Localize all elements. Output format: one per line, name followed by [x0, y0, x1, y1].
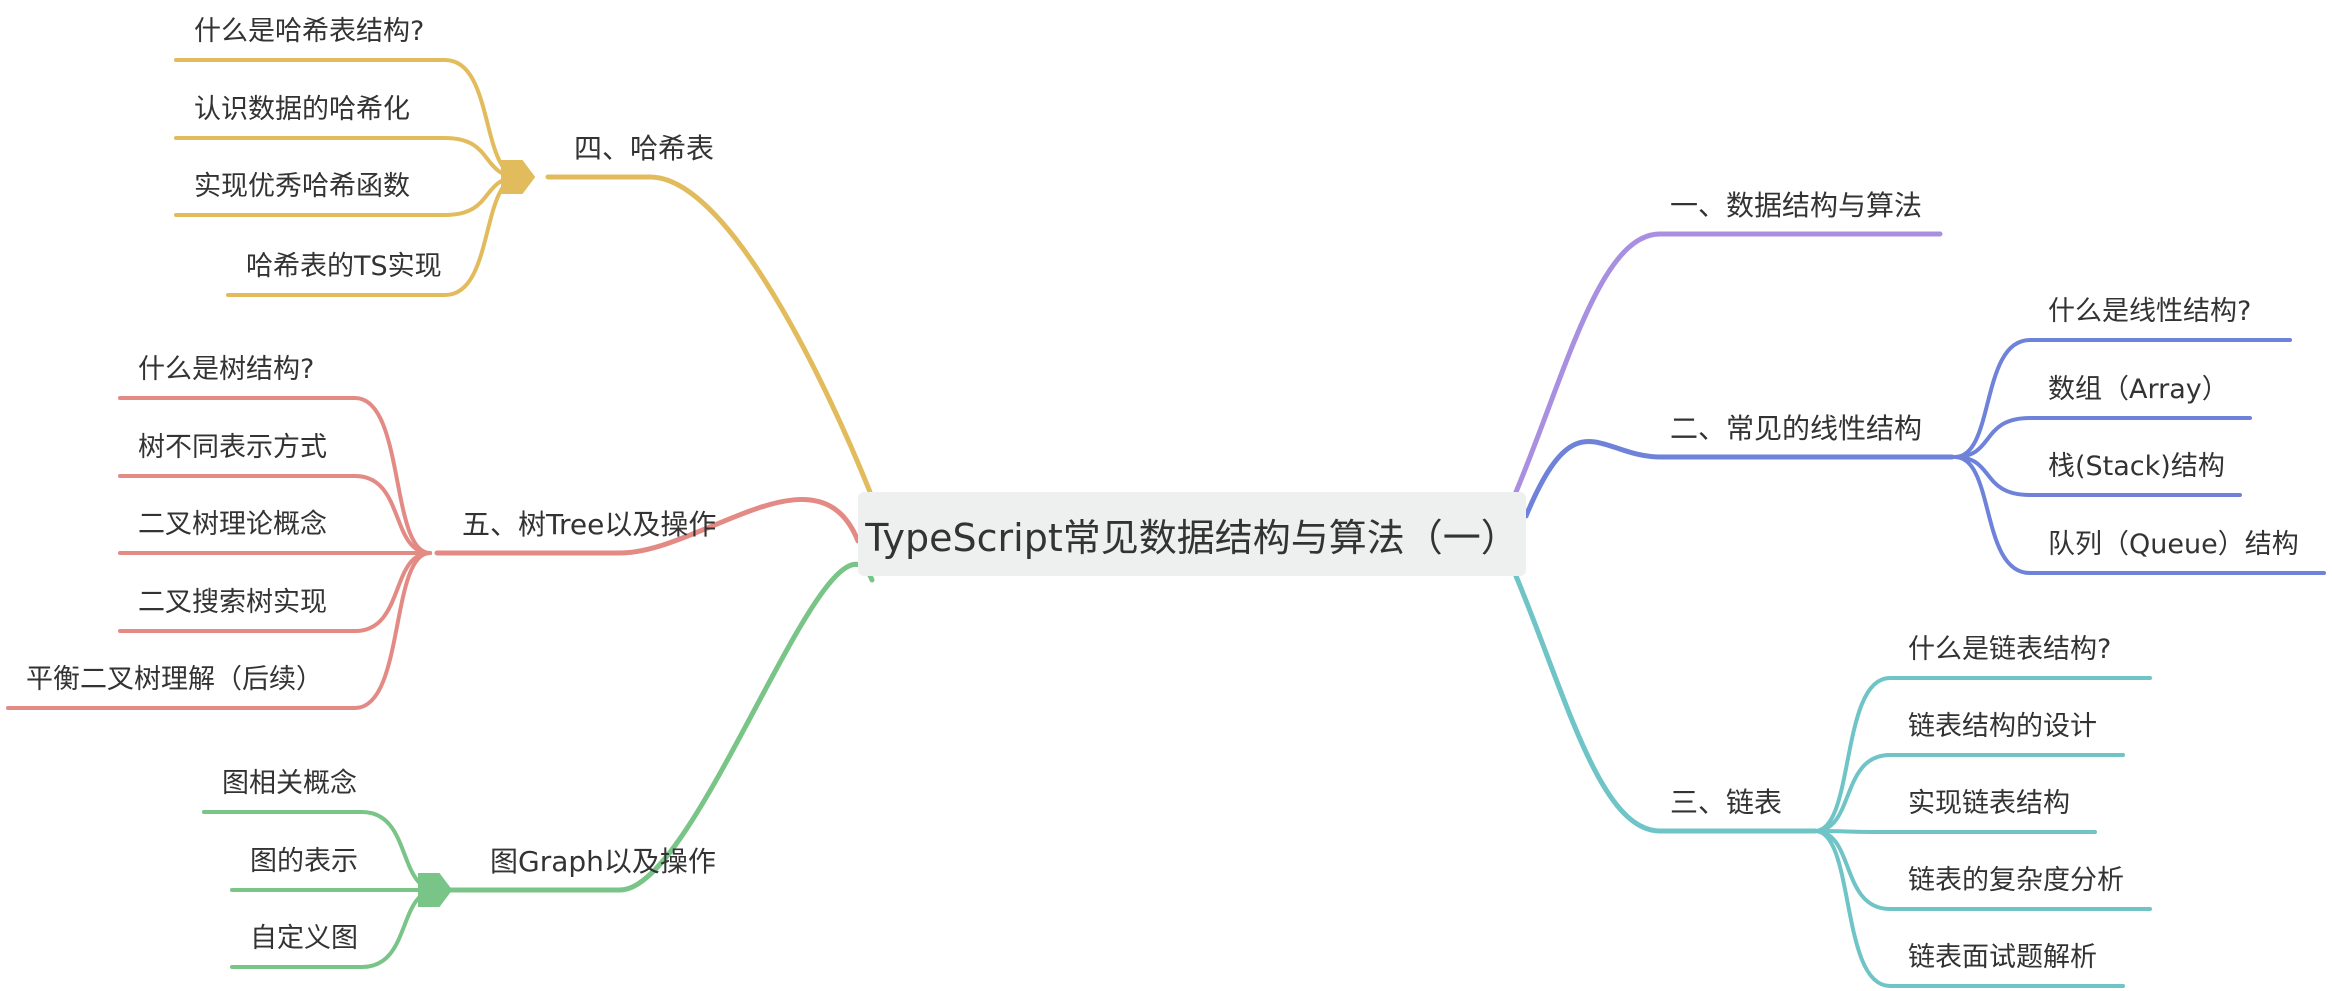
branch-topic-ds[interactable]: 一、数据结构与算法	[1670, 189, 1923, 222]
child-topic-tree-1[interactable]: 树不同表示方式	[138, 432, 327, 463]
child-topic-linear-3[interactable]: 队列（Queue）结构	[2048, 529, 2299, 560]
child-connector-linked-0	[1813, 676, 2152, 833]
child-topic-tree-0[interactable]: 什么是树结构?	[138, 354, 315, 385]
child-topic-hash-2[interactable]: 实现优秀哈希函数	[194, 171, 410, 202]
child-connector-tree-4	[6, 551, 432, 710]
child-connector-linear-2	[1953, 455, 2242, 497]
child-topic-graph-0[interactable]: 图相关概念	[222, 768, 357, 799]
collapse-badge-hash[interactable]	[501, 160, 536, 194]
branch-topic-linear[interactable]: 二、常见的线性结构	[1670, 412, 1923, 445]
child-topic-graph-2[interactable]: 自定义图	[250, 923, 358, 954]
child-connector-linked-3	[1813, 829, 2152, 911]
child-topic-hash-1[interactable]: 认识数据的哈希化	[194, 94, 410, 125]
branch-topic-graph[interactable]: 图Graph以及操作	[490, 845, 716, 878]
child-topic-tree-2[interactable]: 二叉树理论概念	[138, 509, 327, 540]
child-topic-linear-1[interactable]: 数组（Array）	[2048, 374, 2229, 405]
child-topic-hash-0[interactable]: 什么是哈希表结构?	[194, 16, 425, 47]
child-topic-linked-4[interactable]: 链表面试题解析	[1908, 942, 2097, 973]
child-topic-tree-3[interactable]: 二叉搜索树实现	[138, 587, 327, 618]
branch-connector-ds	[1513, 231, 1943, 495]
child-topic-linear-0[interactable]: 什么是线性结构?	[2048, 296, 2252, 327]
child-connector-linear-3	[1953, 455, 2326, 575]
branch-connector-linked	[1513, 573, 1818, 834]
root-topic-title: TypeScript常见数据结构与算法（一）	[865, 515, 1519, 560]
branch-connector-hash	[545, 174, 873, 495]
child-topic-tree-4[interactable]: 平衡二叉树理解（后续）	[26, 664, 323, 695]
branch-connector-graph	[447, 561, 875, 893]
branch-topic-tree[interactable]: 五、树Tree以及操作	[462, 508, 717, 541]
branch-connector-linear	[1523, 439, 1955, 519]
branch-connector-tree	[434, 496, 861, 556]
child-connector-tree-0	[118, 396, 432, 555]
root-topic[interactable]: TypeScript常见数据结构与算法（一）	[858, 492, 1526, 576]
child-topic-linked-2[interactable]: 实现链表结构	[1908, 788, 2070, 819]
child-connector-tree-3	[118, 551, 432, 633]
child-topic-linear-2[interactable]: 栈(Stack)结构	[2048, 451, 2225, 482]
child-connector-linked-4	[1813, 829, 2125, 988]
branch-topic-hash[interactable]: 四、哈希表	[574, 132, 715, 165]
branch-topic-linked[interactable]: 三、链表	[1670, 786, 1783, 819]
child-connector-linear-0	[1953, 338, 2292, 459]
child-connector-linked-2	[1813, 829, 2097, 834]
child-topic-linked-0[interactable]: 什么是链表结构?	[1908, 634, 2112, 665]
child-topic-linked-1[interactable]: 链表结构的设计	[1908, 711, 2097, 742]
child-topic-graph-1[interactable]: 图的表示	[250, 846, 358, 877]
child-connector-linear-1	[1953, 416, 2252, 459]
child-connector-tree-1	[118, 474, 432, 555]
child-connector-linked-1	[1813, 753, 2125, 833]
collapse-badge-graph[interactable]	[418, 873, 453, 907]
child-topic-hash-3[interactable]: 哈希表的TS实现	[246, 251, 442, 282]
child-topic-linked-3[interactable]: 链表的复杂度分析	[1908, 865, 2124, 896]
